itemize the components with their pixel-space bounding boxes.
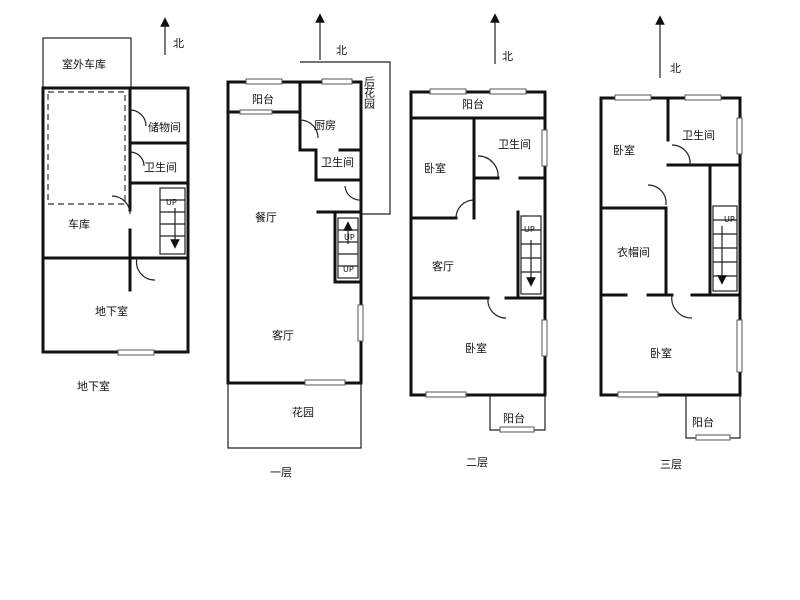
- up-label: UP: [724, 215, 735, 224]
- floor2-bedroom-left-label: 卧室: [424, 161, 446, 175]
- north-label: 北: [502, 50, 513, 63]
- floor3-balcony-label: 阳台: [692, 415, 714, 429]
- floor1-bathroom-label: 卫生间: [321, 155, 354, 169]
- window: [245, 78, 283, 85]
- up-label-2: UP: [343, 265, 354, 274]
- basement-bathroom-label: 卫生间: [144, 160, 177, 174]
- stairs: [159, 187, 186, 255]
- up-label: UP: [166, 198, 177, 207]
- basement-plan: UP 室外车库 储物间 卫生间 车库 地下室 地下室 北: [41, 17, 190, 393]
- window: [304, 379, 346, 386]
- window: [541, 129, 548, 167]
- window: [499, 426, 535, 433]
- floor3-caption: 三层: [660, 458, 682, 471]
- floor2-balcony-top-label: 阳台: [462, 97, 484, 111]
- garage-label: 车库: [68, 217, 90, 231]
- north-label: 北: [670, 62, 681, 75]
- floor1-caption: 一层: [270, 466, 292, 479]
- window: [684, 94, 722, 101]
- dining-label: 餐厅: [255, 210, 277, 224]
- back-garden-outline: [300, 61, 391, 215]
- window: [357, 304, 364, 342]
- garage-parking-outline: [47, 91, 126, 205]
- floor3-plan: UP 卧室 卫生间 衣帽间 卧室 阳台 三层 北: [599, 15, 743, 471]
- floor1-plan: UP UP 阳台 厨房 后花园 卫生间 餐厅 客厅 花园 一层 北: [226, 13, 391, 479]
- kitchen-label: 厨房: [314, 119, 336, 132]
- floor2-bathroom-label: 卫生间: [498, 137, 531, 151]
- stairs: [337, 217, 359, 279]
- storage-label: 储物间: [148, 120, 181, 134]
- up-label: UP: [344, 233, 355, 242]
- window: [695, 434, 731, 441]
- window: [489, 88, 527, 95]
- floor2-bedroom-main-label: 卧室: [465, 341, 487, 355]
- basement-caption: 地下室: [77, 379, 110, 393]
- window: [429, 88, 467, 95]
- window: [117, 349, 155, 356]
- floor2-caption: 二层: [466, 456, 488, 469]
- floor2-plan: UP 阳台 卧室 卫生间 客厅 卧室 阳台 二层 北: [409, 13, 548, 469]
- garden-label: 花园: [292, 406, 314, 419]
- window: [541, 319, 548, 357]
- garden-outline: [227, 383, 362, 449]
- window: [736, 117, 743, 155]
- floor3-bedroom-top-label: 卧室: [613, 143, 635, 157]
- closet-label: 衣帽间: [617, 245, 650, 259]
- floor3-bathroom-label: 卫生间: [682, 128, 715, 142]
- north-label: 北: [173, 37, 184, 50]
- window: [617, 391, 659, 398]
- outdoor-garage-label: 室外车库: [62, 57, 106, 71]
- window: [614, 94, 652, 101]
- window: [736, 319, 743, 373]
- north-label: 北: [336, 44, 347, 57]
- floor1-living-label: 客厅: [272, 328, 294, 342]
- up-label: UP: [524, 225, 535, 234]
- back-garden-label: 后花园: [363, 76, 376, 110]
- window: [425, 391, 467, 398]
- floor2-living-label: 客厅: [432, 259, 454, 273]
- floor1-balcony-label: 阳台: [252, 92, 274, 106]
- window: [239, 109, 273, 115]
- stairs: [520, 215, 542, 295]
- basement-room-label: 地下室: [95, 304, 128, 318]
- window: [321, 78, 353, 85]
- floor2-balcony-bottom-label: 阳台: [503, 411, 525, 425]
- floor3-bedroom-main-label: 卧室: [650, 346, 672, 360]
